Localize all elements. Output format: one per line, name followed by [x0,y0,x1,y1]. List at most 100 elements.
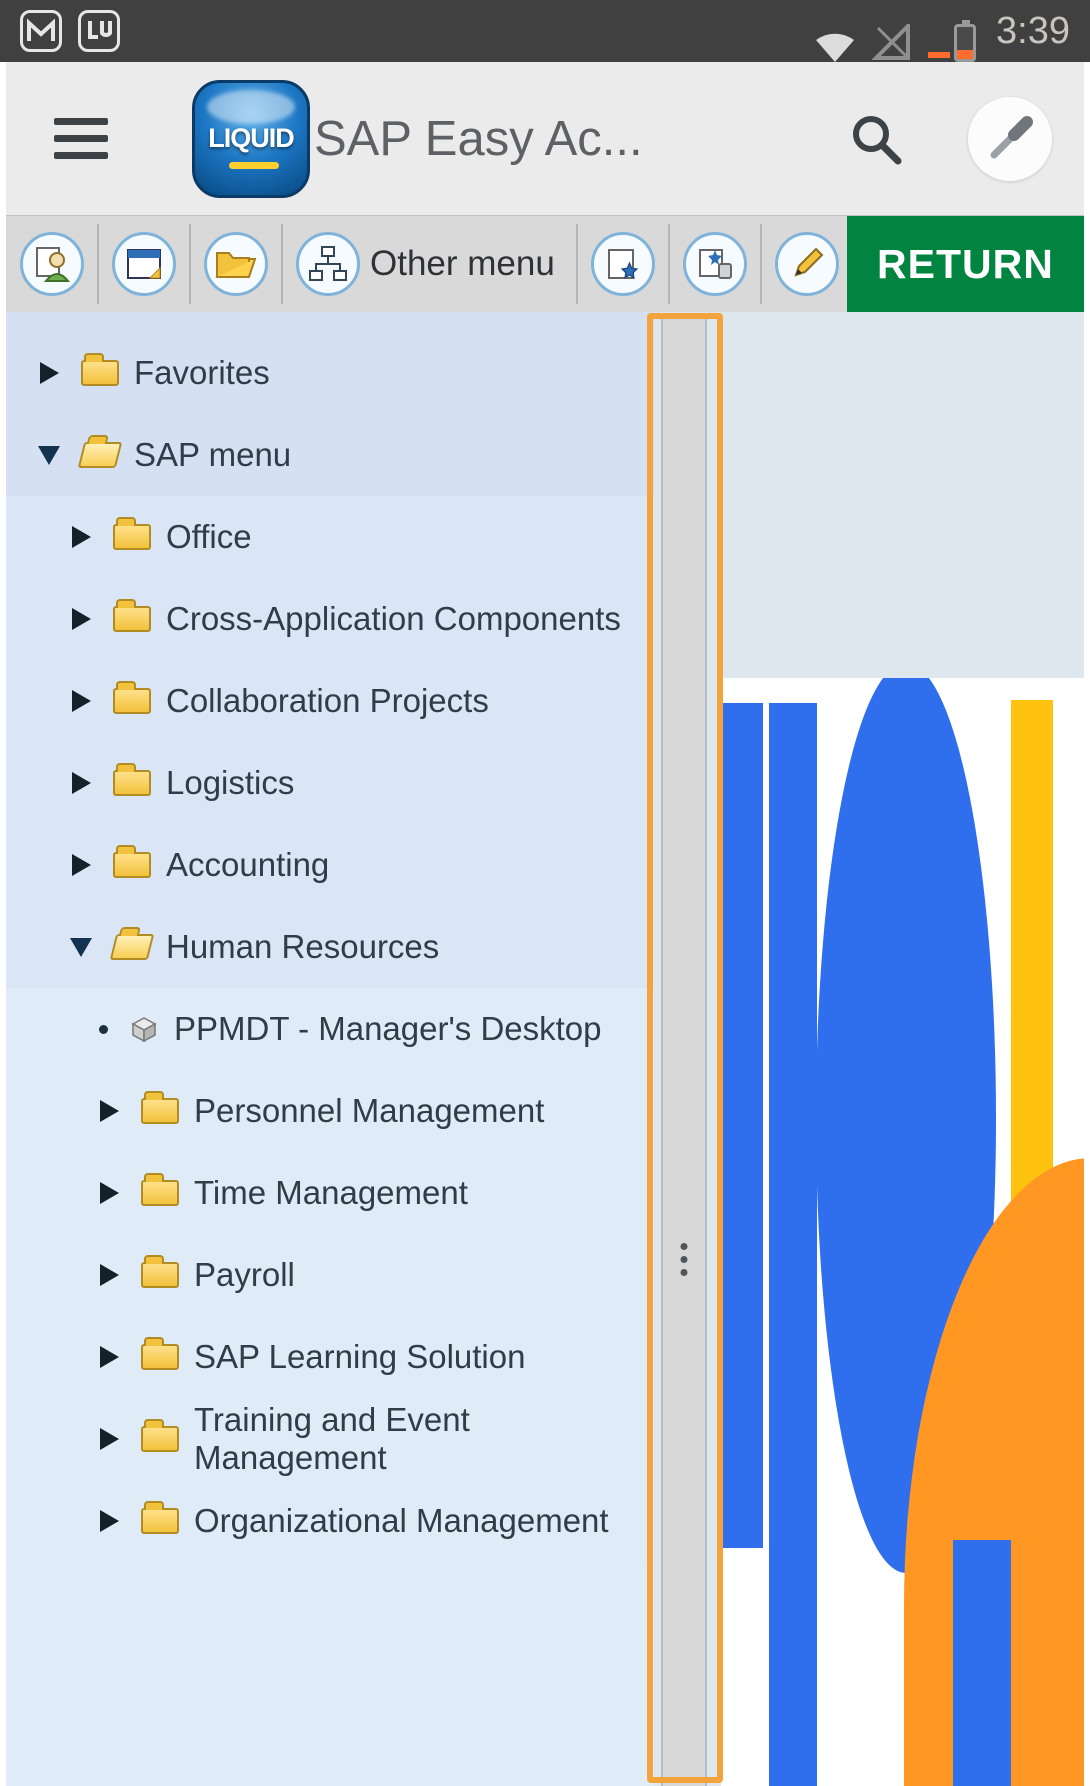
sap-menu-tree: Favorites SAP menu Office [6,312,654,1786]
liquid-logo-artwork [721,678,1084,1786]
logo-shape-blue-bar [721,703,763,1548]
tree-item-sap-menu[interactable]: SAP menu [6,414,654,496]
tree-item-label: Logistics [166,764,295,801]
tree-item-label: Collaboration Projects [166,682,489,719]
tree-item-cross-application-components[interactable]: Cross-Application Components [6,578,654,660]
liquid-ui-logo: LIQUID [192,79,310,198]
chevron-right-icon[interactable] [64,526,98,548]
folder-open-icon [77,442,123,468]
logo-shape-blue-bar [953,1540,1011,1786]
content-area: Favorites SAP menu Office [6,312,1084,1786]
detail-pane [721,312,1084,1786]
other-menu-label: Other menu [370,244,555,283]
chevron-right-icon[interactable] [92,1346,126,1368]
liquid-ui-notification-icon [78,10,120,52]
toolbar: Other menu RETURN [6,215,1084,313]
tree-item-label: Training and Event Management [194,1401,470,1476]
tree-item-label: Accounting [166,846,330,883]
folder-icon [113,517,151,550]
folder-icon [113,845,151,878]
status-bar: 3:39 [0,0,1090,62]
folder-icon [141,1501,179,1534]
chevron-right-icon[interactable] [64,772,98,794]
chevron-right-icon[interactable] [92,1182,126,1204]
pane-splitter-handle[interactable] [661,318,707,1786]
tree-item-label: Office [166,518,252,555]
hamburger-menu-icon[interactable] [54,118,108,159]
battery-charge-indicator [928,52,951,58]
tree-item-label: Organizational Management [194,1502,609,1539]
search-icon[interactable] [848,111,904,167]
return-button[interactable]: RETURN [846,215,1084,313]
logo-text: LIQUID [208,123,294,153]
vertical-ellipsis-grip-icon [680,1242,688,1276]
tree-item-office[interactable]: Office [6,496,654,578]
tree-item-label: Time Management [194,1174,468,1211]
status-clock: 3:39 [996,10,1070,52]
tree-item-label: Favorites [134,354,270,391]
app-frame: LIQUID SAP Easy Ac... [6,62,1084,1786]
folder-open-icon [109,934,155,960]
create-role-icon[interactable] [590,232,655,296]
chevron-down-icon[interactable] [64,937,98,957]
transaction-cube-icon [129,1016,159,1043]
tree-item-label: Payroll [194,1256,295,1293]
tree-item-collaboration-projects[interactable]: Collaboration Projects [6,660,654,742]
toolbar-separator [189,224,191,304]
chevron-right-icon[interactable] [92,1264,126,1286]
business-workplace-icon[interactable] [204,232,268,296]
edit-pencil-icon[interactable] [774,232,839,296]
chevron-right-icon[interactable] [64,608,98,630]
chevron-right-icon[interactable] [32,362,66,384]
tree-item-organizational-management[interactable]: Organizational Management [6,1480,654,1562]
tree-item-ppmdt-managers-desktop[interactable]: PPMDT - Manager's Desktop [6,988,654,1070]
folder-icon [81,353,119,386]
chevron-right-icon[interactable] [92,1510,126,1532]
tree-item-label: SAP menu [134,436,292,473]
folder-icon [113,681,151,714]
tree-item-label: SAP Learning Solution [194,1338,526,1375]
wifi-icon [814,28,856,62]
folder-icon [113,763,151,796]
screwdriver-tool-icon[interactable] [968,96,1052,181]
tree-item-personnel-management[interactable]: Personnel Management [6,1070,654,1152]
toolbar-separator [281,224,283,304]
folder-icon [141,1091,179,1124]
gmail-notification-icon [20,10,62,52]
toolbar-separator [575,224,578,304]
app-header: LIQUID SAP Easy Ac... [6,62,1084,215]
chevron-right-icon[interactable] [64,854,98,876]
chevron-right-icon[interactable] [92,1100,126,1122]
chevron-right-icon[interactable] [64,690,98,712]
logo-shape-blue-bar [769,703,817,1786]
folder-icon [141,1337,179,1370]
folder-icon [141,1255,179,1288]
chevron-down-icon[interactable] [32,445,66,465]
tree-item-label: Human Resources [166,928,440,965]
sap-menu-icon[interactable] [112,232,176,296]
bullet-icon [92,1018,114,1040]
logo-shape-yellow-bar [1011,700,1053,1230]
tree-item-accounting[interactable]: Accounting [6,824,654,906]
tree-item-training-and-event-management[interactable]: Training and Event Management [6,1398,654,1480]
assign-users-icon[interactable] [682,232,747,296]
folder-icon [113,599,151,632]
other-menu-icon[interactable] [296,232,360,296]
page-title: SAP Easy Ac... [314,111,643,166]
toolbar-separator [667,224,670,304]
tree-item-time-management[interactable]: Time Management [6,1152,654,1234]
tree-item-favorites[interactable]: Favorites [6,332,654,414]
tree-item-payroll[interactable]: Payroll [6,1234,654,1316]
tree-item-sap-learning-solution[interactable]: SAP Learning Solution [6,1316,654,1398]
tree-item-logistics[interactable]: Logistics [6,742,654,824]
tree-item-human-resources[interactable]: Human Resources [6,906,654,988]
user-menu-icon[interactable] [20,232,84,296]
folder-icon [141,1419,179,1452]
signal-icon [872,24,912,62]
tree-item-label: Personnel Management [194,1092,545,1129]
tree-item-label: Cross-Application Components [166,600,621,637]
chevron-right-icon[interactable] [92,1428,126,1450]
battery-icon [928,20,977,62]
folder-icon [141,1173,179,1206]
